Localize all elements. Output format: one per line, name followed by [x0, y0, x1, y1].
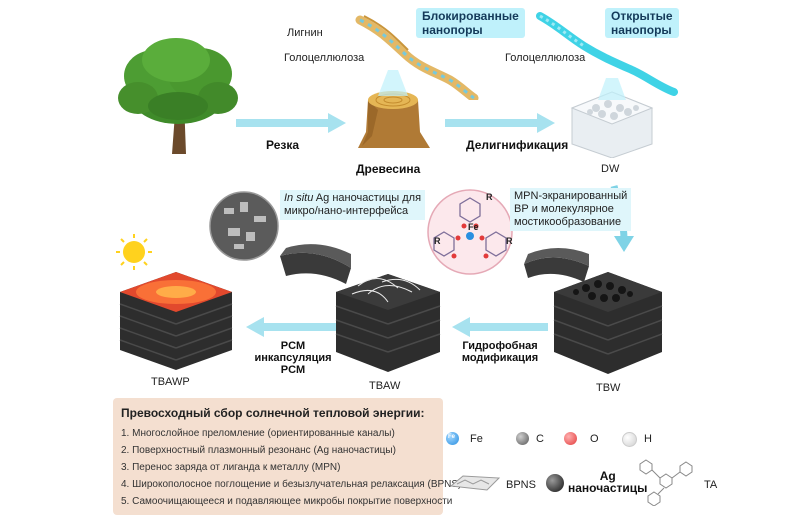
label-blocked-nanopores: Блокированные нанопоры: [416, 8, 525, 38]
tbw-block-illustration: [546, 262, 670, 378]
hydrogen-atom-icon: [622, 432, 637, 447]
arrow-hydrophobic: [452, 316, 548, 338]
label-r-top: R: [486, 192, 493, 202]
bpns-sheet-icon: [449, 474, 501, 492]
label-holocellulose-left: Голоцеллюлоза: [284, 52, 364, 64]
tbaw-block-illustration: [328, 264, 448, 376]
arrow-cutting: [236, 112, 348, 134]
label-open-nanopores: Открытые нанопоры: [605, 8, 679, 38]
fe-ball-label: Fe: [448, 434, 455, 440]
label-wood: Древесина: [356, 162, 420, 176]
label-in-situ-ag: In situ Ag наночастицы для микро/нано-ин…: [280, 190, 425, 220]
label-ta: TA: [704, 479, 717, 491]
label-mpn-shielded: MPN-экранированный ВР и молекулярное мос…: [510, 188, 631, 231]
label-dw: DW: [601, 163, 619, 175]
label-fe: Fe: [470, 433, 483, 445]
ag-nanoparticle-icon: [546, 474, 564, 492]
tbawp-block-illustration: [106, 232, 246, 372]
label-o: O: [590, 433, 599, 445]
label-pcm-encapsulation: PCM инкапсуляция PCM: [254, 340, 332, 376]
tree-illustration: [118, 36, 238, 154]
legend-item-5: 5. Самоочищающееся и подавляющее микробы…: [121, 496, 452, 507]
label-r-left: R: [434, 236, 441, 246]
label-holocellulose-right: Голоцеллюлоза: [505, 52, 585, 64]
legend-item-1: 1. Многослойное преломление (ориентирова…: [121, 428, 395, 439]
ta-molecule-icon: [636, 456, 702, 506]
label-delignification: Делигнификация: [466, 138, 568, 152]
label-h: H: [644, 433, 652, 445]
carbon-atom-icon: [516, 432, 529, 445]
label-tbw: TBW: [596, 382, 620, 394]
label-tbawp: TBAWP: [151, 376, 190, 388]
label-c: C: [536, 433, 544, 445]
label-bpns: BPNS: [506, 479, 536, 491]
label-tbaw: TBAW: [369, 380, 400, 392]
legend-item-2: 2. Поверхностный плазмонный резонанс (Ag…: [121, 445, 396, 456]
label-cutting: Резка: [266, 138, 299, 152]
legend-item-4: 4. Широкополосное поглощение и безызлуча…: [121, 479, 461, 490]
label-in-situ-italic: In situ: [284, 192, 313, 204]
dw-block-illustration: [566, 78, 656, 158]
legend-item-3: 3. Перенос заряда от лиганда к металлу (…: [121, 462, 340, 473]
label-hydrophobic: Гидрофобная модификация: [458, 340, 542, 364]
fe-ion-icon: Fe: [446, 432, 459, 445]
legend-box: Превосходный сбор солнечной тепловой эне…: [113, 398, 443, 515]
label-r-right: R: [506, 236, 513, 246]
label-fe-center: Fe: [468, 222, 479, 232]
legend-title: Превосходный сбор солнечной тепловой эне…: [121, 406, 425, 420]
oxygen-atom-icon: [564, 432, 577, 445]
label-lignin: Лигнин: [287, 27, 323, 39]
arrow-delignification: [445, 112, 557, 134]
